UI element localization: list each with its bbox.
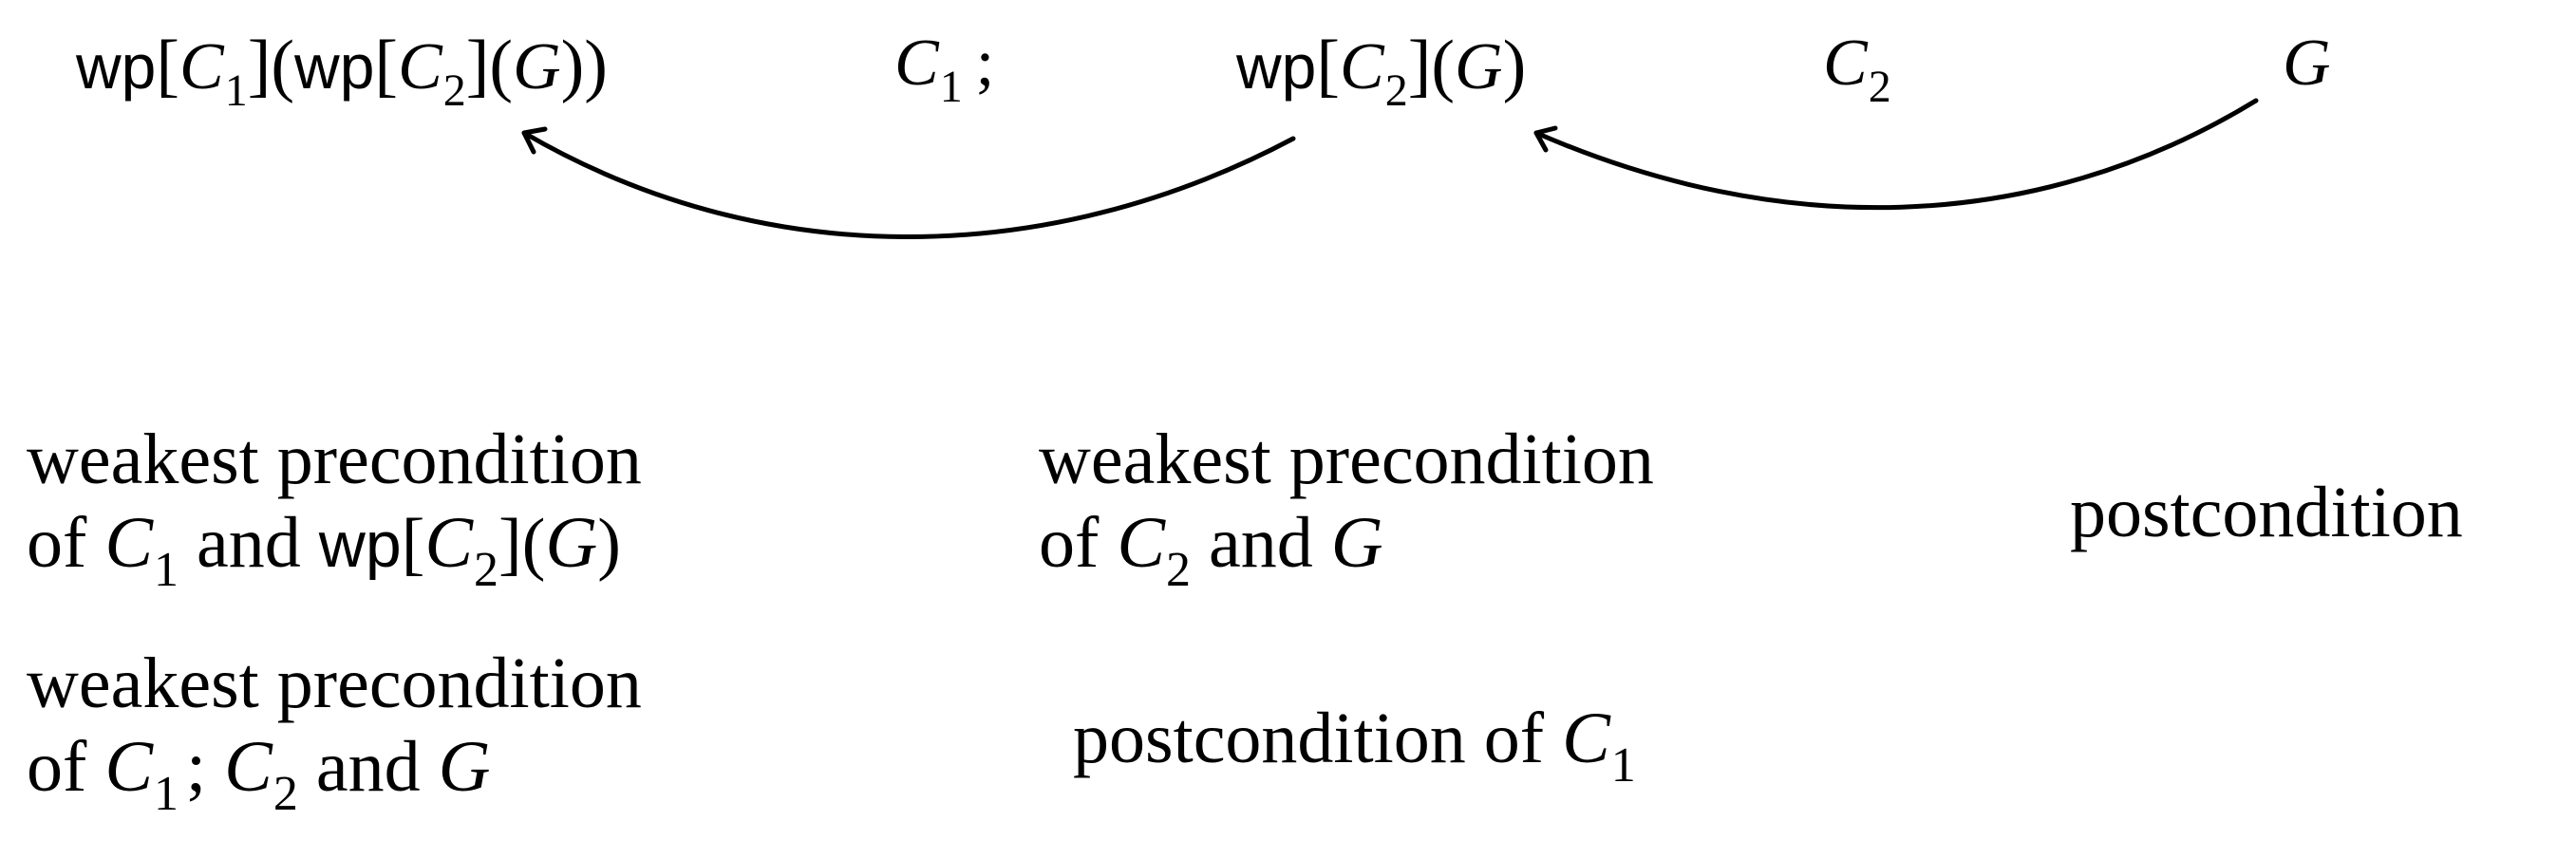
label-line1: weakest precondition [27,420,642,499]
label-line2: of C1; C2 and G [27,727,491,821]
arrowhead-wp-c2 [1533,125,1558,153]
label-wp-c1-and-wp-c2-g: weakest precondition of C1 and wp[C2](G) [27,418,642,599]
label-line2: of C1 and wp[C2](G) [27,503,621,597]
label-postcondition: postcondition [2070,473,2463,552]
goal-g: G [513,30,561,103]
arrow-g-to-wp-c2 [1533,98,2259,211]
label-line1: weakest precondition [27,644,642,723]
expr-wp-c1-wp-c2-g: wp[C1](wp[C2](G)) [76,27,608,117]
wp-operator-inner: wp [294,31,375,102]
expr-wp-c2-g: wp[C2](G) [1236,27,1527,117]
label-line2: of C2 and G [1039,503,1383,597]
arrowhead-wp-c1 [521,126,548,155]
label-line1: weakest precondition [1039,420,1654,499]
wp-operator: wp [76,31,157,102]
command-c1-seq: C1; [894,27,995,113]
goal-g: G [2283,27,2331,100]
label-wp-c1-seq-c2-and-g: weakest precondition of C1; C2 and G [27,642,642,823]
label-wp-c2-and-g: weakest precondition of C2 and G [1039,418,1654,599]
arrow-wp-c2-to-wp-c1 [521,130,1296,239]
label-postcondition-of-c1: postcondition of C1 [1073,699,1636,793]
command-c1: C [179,30,224,103]
command-c2: C [398,30,442,103]
command-c2: C2 [1823,27,1891,113]
wp-operator: wp [1236,31,1317,102]
